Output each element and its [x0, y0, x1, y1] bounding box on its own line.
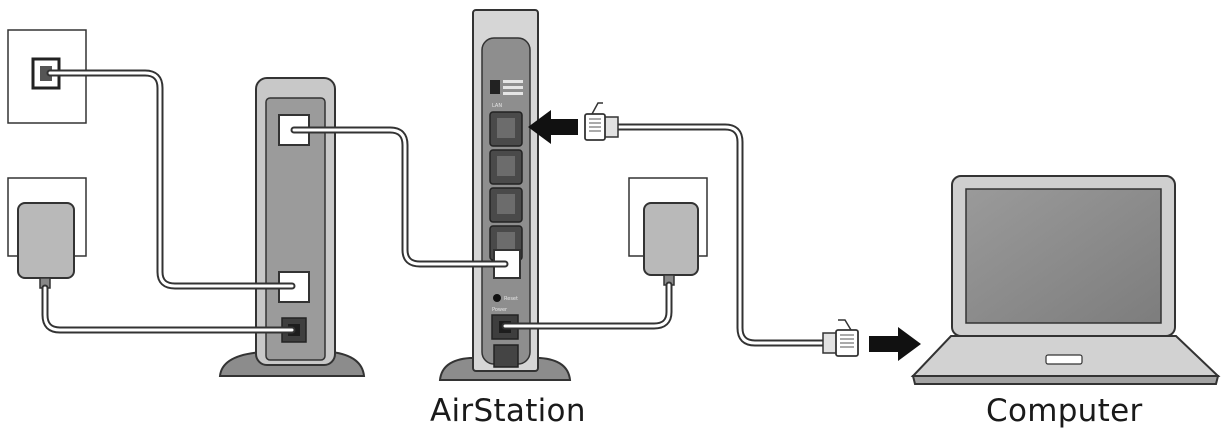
computer-label: Computer: [986, 393, 1143, 429]
reset-button: [493, 294, 501, 302]
lan-port-3: [489, 187, 523, 223]
touchpad: [1045, 354, 1083, 365]
lan-label: LAN: [492, 103, 502, 109]
power-adapter-icon: [17, 202, 75, 289]
power-label: Power: [492, 307, 508, 313]
laptop-computer: [910, 175, 1221, 385]
power-adapter-right-icon: [643, 202, 699, 286]
airstation-router: LAN Reset Power: [438, 9, 572, 381]
cables: [41, 69, 830, 347]
rj45-plug-router-icon: [584, 102, 619, 141]
lan-port-2: [489, 149, 523, 185]
arrow-left-icon: [528, 110, 578, 144]
laptop-screen: [965, 188, 1162, 324]
arrow-right-icon: [869, 327, 921, 361]
reset-label: Reset: [504, 296, 518, 302]
lan-port-1: [489, 111, 523, 147]
modem: [218, 77, 366, 377]
phone-jack-icon: [31, 57, 61, 90]
rj45-plug-laptop-icon: [822, 319, 859, 357]
airstation-label: AirStation: [430, 393, 586, 429]
modem-power-port: [281, 317, 307, 343]
